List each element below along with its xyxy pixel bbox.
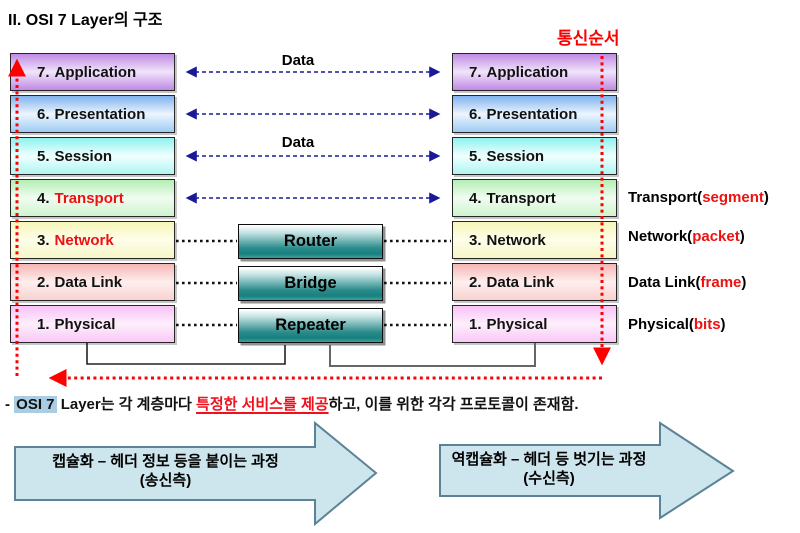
pdu-label-datalink: Data Link(frame) <box>628 274 746 291</box>
layer-name: Application <box>486 63 569 81</box>
layer-right-presentation: 6.Presentation <box>452 95 617 133</box>
decapsulation-line2: (수신측) <box>523 470 575 487</box>
pdu-suffix: ) <box>763 189 769 206</box>
layer-right-application: 7.Application <box>452 53 617 91</box>
page-title: II. OSI 7 Layer의 구조 <box>8 12 163 29</box>
layer-right-session: 5.Session <box>452 137 617 175</box>
layer-left-datalink: 2.Data Link <box>10 263 175 301</box>
pdu-unit: segment <box>702 189 764 206</box>
layer-left-network: 3.Network <box>10 221 175 259</box>
layer-left-physical: 1.Physical <box>10 305 175 343</box>
layer-name: Data Link <box>54 273 123 291</box>
layer-number: 6. <box>37 105 50 123</box>
layer-right-network: 3.Network <box>452 221 617 259</box>
pdu-suffix: ) <box>741 274 747 291</box>
pdu-suffix: ) <box>720 316 726 333</box>
layer-name: Network <box>54 231 114 249</box>
note-highlight: OSI 7 <box>14 396 57 413</box>
pdu-label-physical: Physical(bits) <box>628 316 726 333</box>
note-dash: - <box>5 396 15 413</box>
layer-name: Application <box>54 63 137 81</box>
pdu-prefix: Physical( <box>628 316 694 333</box>
encapsulation-line1: 캡슐화 – 헤더 정보 등을 붙이는 과정 <box>52 453 279 470</box>
layer-number: 2. <box>469 273 482 291</box>
layer-right-datalink: 2.Data Link <box>452 263 617 301</box>
pdu-suffix: ) <box>739 228 745 245</box>
layer-name: Transport <box>54 189 124 207</box>
decapsulation-line1: 역캡슐화 – 헤더 등 벗기는 과정 <box>451 451 647 468</box>
layer-number: 3. <box>37 231 50 249</box>
osi-note-text: - OSI 7 Layer는 각 계층마다 특정한 서비스를 제공하고, 이를 … <box>5 393 579 414</box>
decapsulation-arrow-text: 역캡슐화 – 헤더 등 벗기는 과정 (수신측) <box>436 450 662 488</box>
layer-number: 5. <box>469 147 482 165</box>
layer-name: Session <box>486 147 545 165</box>
pdu-label-transport: Transport(segment) <box>628 189 769 206</box>
data-label-middle: Data <box>281 134 315 151</box>
layer-number: 6. <box>469 105 482 123</box>
layer-right-physical: 1.Physical <box>452 305 617 343</box>
communication-order-label: 통신순서 <box>557 29 620 48</box>
pdu-prefix: Network( <box>628 228 693 245</box>
pdu-label-network: Network(packet) <box>628 228 745 245</box>
layer-number: 4. <box>37 189 50 207</box>
layer-name: Presentation <box>486 105 578 123</box>
encapsulation-arrow-text: 캡슐화 – 헤더 정보 등을 붙이는 과정 (송신측) <box>18 452 313 490</box>
layer-left-session: 5.Session <box>10 137 175 175</box>
pdu-prefix: Data Link( <box>628 274 701 291</box>
layer-name: Data Link <box>486 273 555 291</box>
physical-wire-connectors <box>86 343 536 367</box>
layer-number: 7. <box>37 63 50 81</box>
router-box: Router <box>238 224 383 259</box>
pdu-unit: bits <box>693 316 721 333</box>
layer-name: Network <box>486 231 546 249</box>
layer-number: 3. <box>469 231 482 249</box>
pdu-prefix: Transport( <box>628 189 703 206</box>
layer-name: Physical <box>54 315 116 333</box>
repeater-box: Repeater <box>238 308 383 343</box>
note-tail: 하고, 이를 위한 각각 프로토콜이 존재함. <box>328 396 579 413</box>
layer-number: 1. <box>469 315 482 333</box>
pdu-unit: frame <box>700 274 742 291</box>
layer-left-transport: 4.Transport <box>10 179 175 217</box>
layer-name: Session <box>54 147 113 165</box>
layer-name: Physical <box>486 315 548 333</box>
layer-name: Presentation <box>54 105 146 123</box>
bridge-box: Bridge <box>238 266 383 301</box>
encapsulation-line2: (송신측) <box>139 472 192 489</box>
note-mid: Layer는 각 계층마다 <box>56 396 197 413</box>
layer-left-presentation: 6.Presentation <box>10 95 175 133</box>
layer-number: 5. <box>37 147 50 165</box>
layer-number: 2. <box>37 273 50 291</box>
data-label-top: Data <box>281 52 315 69</box>
pdu-unit: packet <box>692 228 740 245</box>
layer-right-transport: 4.Transport <box>452 179 617 217</box>
layer-number: 7. <box>469 63 482 81</box>
layer-number: 4. <box>469 189 482 207</box>
layer-left-application: 7.Application <box>10 53 175 91</box>
layer-name: Transport <box>486 189 556 207</box>
note-red-underline: 특정한 서비스를 제공 <box>196 396 329 413</box>
layer-number: 1. <box>37 315 50 333</box>
